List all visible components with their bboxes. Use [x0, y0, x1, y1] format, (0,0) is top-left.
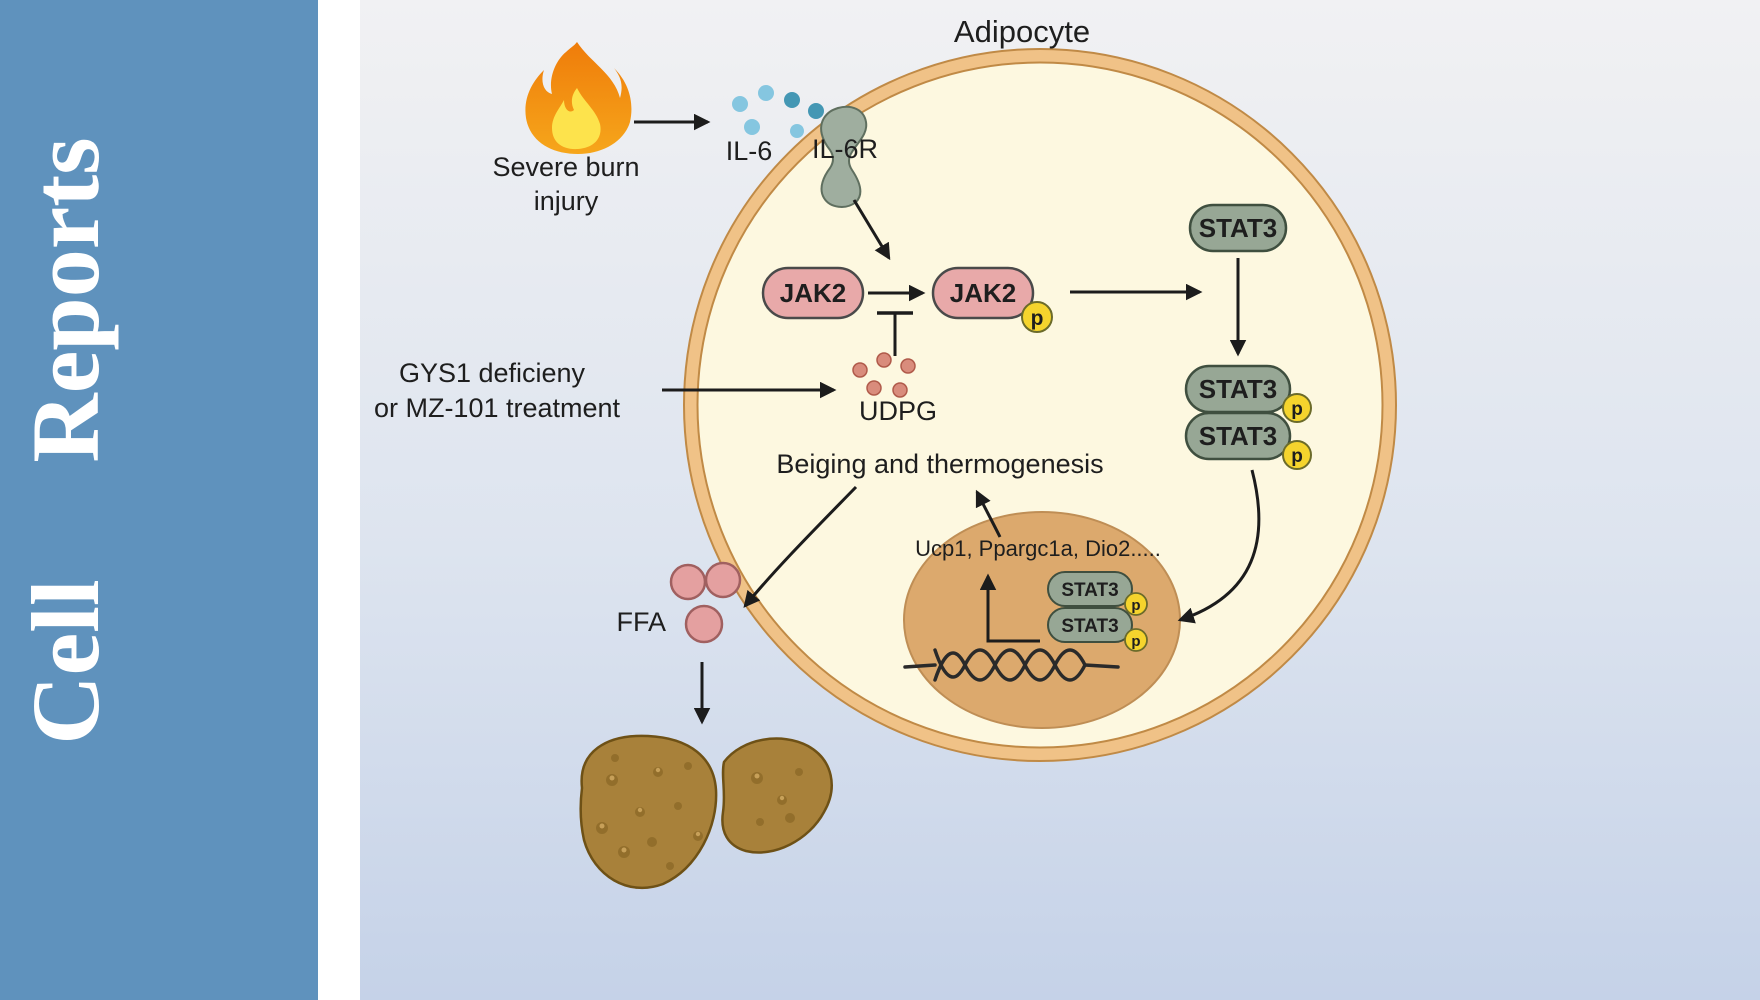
nuclear-stat3-dimer: STAT3 p STAT3 p: [1047, 571, 1148, 652]
cell-outer-edge: [683, 48, 1397, 762]
jak2-phospho-box: JAK2 p: [931, 266, 1053, 333]
jak2-p-shape: [931, 266, 1035, 320]
il6-dot: [808, 103, 824, 119]
stat3-label: STAT3: [1199, 213, 1277, 243]
outcome-label: Beiging and thermogenesis: [776, 449, 1103, 479]
dna-strand-1: [933, 648, 1087, 682]
phospho-badge: [1124, 592, 1148, 616]
phospho-label: p: [1131, 597, 1140, 614]
liver-right-lobe: [721, 737, 833, 854]
liver-texture-light: [599, 767, 785, 853]
il6r-receptor-icon: [820, 105, 868, 208]
trigger-label-line2: injury: [534, 186, 599, 216]
stat3-shape: [1188, 203, 1288, 253]
liver-icon: [579, 734, 833, 890]
nuclear-stat3-shape-2: [1047, 607, 1133, 643]
il6-label: IL-6: [726, 136, 773, 166]
il6-dot: [758, 85, 774, 101]
il6-dot: [744, 119, 760, 135]
udpg-dot: [900, 358, 916, 374]
nuclear-stat3-label-2: STAT3: [1061, 616, 1118, 637]
journal-sidebar: [0, 0, 318, 1000]
target-genes-label: Ucp1, Ppargc1a, Dio2.....: [915, 536, 1161, 561]
il6r-label: IL-6R: [812, 134, 878, 164]
arrow-outcome-to-ffa: [743, 485, 858, 608]
udpg-dot: [852, 362, 868, 378]
arrow-transcription: [979, 573, 1040, 643]
arrow-nucleus-to-outcome: [975, 489, 1002, 538]
dna-icon: [903, 648, 1120, 682]
stat3-dimer-label-2: STAT3: [1199, 421, 1277, 451]
nuclear-stat3-shape-1: [1047, 571, 1133, 607]
trigger-label-line1: Severe burn: [492, 152, 639, 182]
ffa-droplet: [669, 563, 707, 601]
cell-inner-edge: [696, 61, 1384, 749]
udpg-dot: [866, 380, 882, 396]
ffa-group: FFA: [616, 561, 742, 644]
udpg-group: UDPG: [852, 311, 937, 426]
phospho-badge: [1021, 301, 1053, 333]
ffa-droplet: [704, 561, 742, 599]
figure-title: Adipocyte: [954, 14, 1090, 49]
il6-dot: [790, 124, 804, 138]
udpg-dot: [876, 352, 892, 368]
liver-left-lobe: [579, 734, 718, 890]
arrow-receptor-to-jak2: [852, 199, 891, 261]
ffa-droplet: [684, 604, 724, 644]
stat3-dimer-label-1: STAT3: [1199, 374, 1277, 404]
ffa-label: FFA: [616, 607, 666, 637]
il6-dot: [784, 92, 800, 108]
dna-tail-left: [903, 663, 937, 669]
nuclear-stat3-label-1: STAT3: [1061, 580, 1118, 601]
journal-name-cell: Cell: [12, 579, 119, 744]
flame-inner: [552, 88, 601, 150]
nucleus: Ucp1, Ppargc1a, Dio2..... STAT3 p STAT3 …: [903, 511, 1181, 729]
fire-icon: [525, 42, 632, 154]
intervention-label-line1: GYS1 deficieny: [399, 358, 586, 388]
phospho-badge: [1124, 628, 1148, 652]
udpg-label: UDPG: [859, 396, 937, 426]
phospho-label: p: [1291, 446, 1303, 467]
dna-tail-right: [1083, 663, 1120, 669]
phospho-label: p: [1131, 633, 1140, 650]
jak2-box: JAK2: [761, 266, 865, 320]
phospho-badge: [1282, 440, 1312, 470]
arrow-dimer-to-nucleus: [1177, 469, 1261, 624]
jak2-label: JAK2: [780, 278, 846, 308]
il6-dots: [732, 85, 824, 138]
stat3-dimer: STAT3 p STAT3 p: [1184, 364, 1312, 470]
jak2-p-label: JAK2: [950, 278, 1016, 308]
il6-dot: [732, 96, 748, 112]
journal-name-reports: Reports: [12, 137, 119, 462]
stat3-dimer-shape-2: [1184, 411, 1292, 461]
phospho-label: p: [1031, 307, 1044, 330]
stat3-box: STAT3: [1188, 203, 1288, 253]
dna-strand-2: [933, 648, 1087, 682]
intervention-label-line2: or MZ-101 treatment: [374, 393, 621, 423]
phospho-badge: [1282, 393, 1312, 423]
udpg-dot: [892, 382, 908, 398]
phospho-label: p: [1291, 399, 1303, 420]
jak2-shape: [761, 266, 865, 320]
